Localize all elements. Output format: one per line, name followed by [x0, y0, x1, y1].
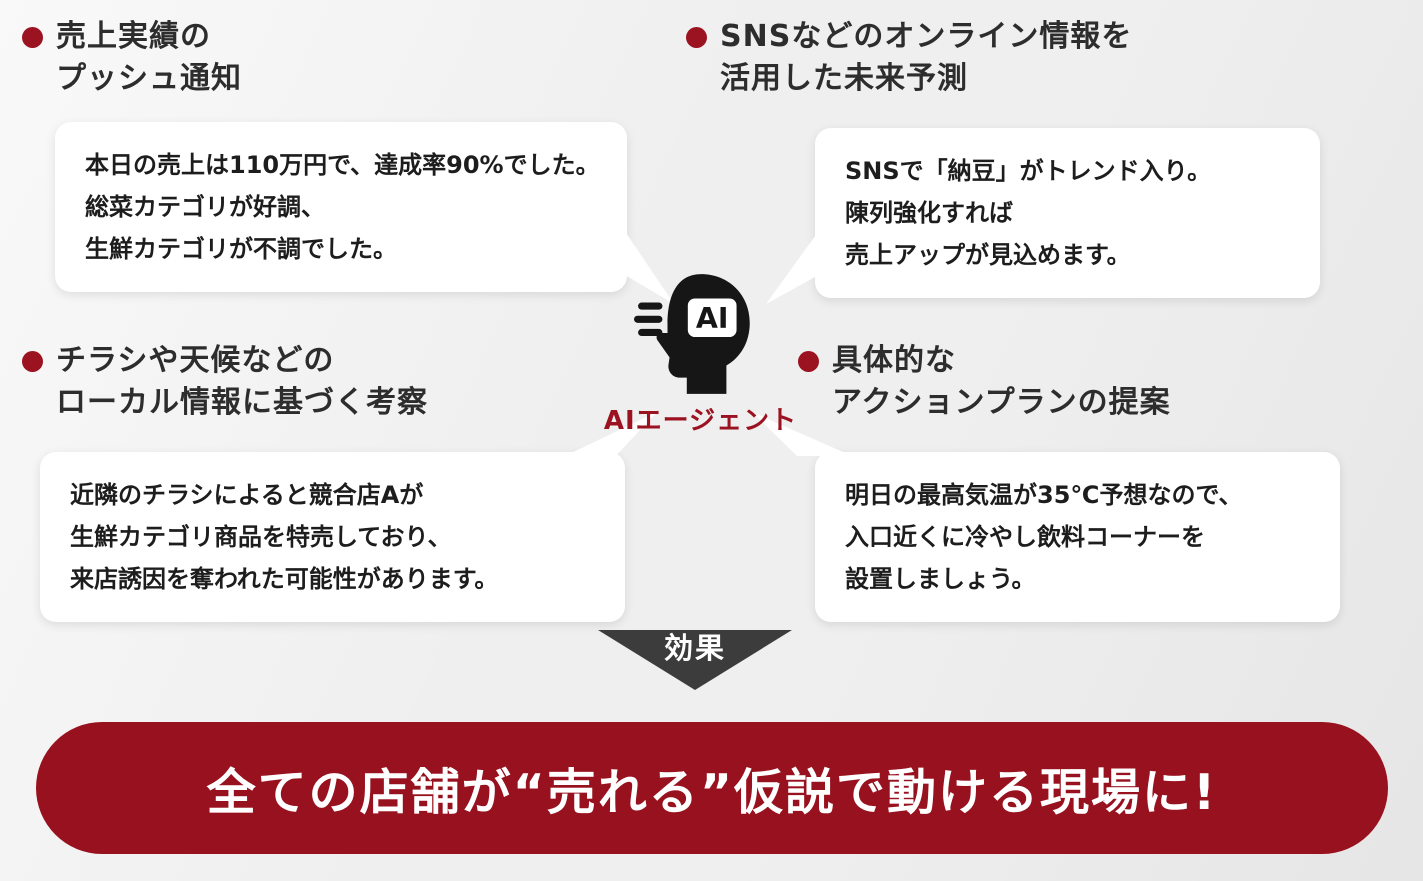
effect-arrow: 効果 — [598, 630, 792, 690]
bubble-text-line: 生鮮カテゴリが不調でした。 — [85, 235, 397, 263]
bubble-text-line: 売上アップが見込めます。 — [845, 241, 1131, 269]
heading-line: アクションプランの提案 — [832, 385, 1171, 420]
bullet-icon — [22, 26, 43, 48]
bullet-icon — [686, 26, 707, 48]
heading-line: ローカル情報に基づく考察 — [56, 385, 428, 420]
heading-line: 活用した未来予測 — [720, 61, 968, 96]
ai-agent: AI — [632, 268, 768, 400]
bullet-icon — [798, 350, 819, 372]
speech-bubble-top-right: SNSで「納豆」がトレンド入り。 陳列強化すれば 売上アップが見込めます。 — [815, 128, 1320, 298]
ai-agent-label: AIエージェント — [603, 406, 798, 436]
bubble-text-line: 近隣のチラシによると競合店Aが — [70, 481, 424, 509]
bubble-text-line: 設置しましょう。 — [845, 565, 1036, 593]
speech-bubble-bottom-right: 明日の最高気温が35℃予想なので、 入口近くに冷やし飲料コーナーを 設置しましょ… — [815, 452, 1340, 622]
bubble-text-line: 総菜カテゴリが好調、 — [85, 193, 325, 221]
ai-icon-text: AI — [696, 302, 729, 335]
section-heading-top-left: 売上実績の プッシュ通知 — [22, 16, 242, 100]
bubble-text-line: 明日の最高気温が35℃予想なので、 — [845, 481, 1243, 509]
heading-line: SNSなどのオンライン情報を — [720, 19, 1133, 54]
speech-bubble-tail-top-right — [766, 232, 818, 304]
bubble-text-line: SNSで「納豆」がトレンド入り。 — [845, 157, 1212, 185]
heading-line: 具体的な — [832, 343, 956, 378]
ai-head-icon: AI — [634, 274, 750, 394]
bubble-text-line: 生鮮カテゴリ商品を特売しており、 — [70, 523, 452, 551]
section-heading-top-right: SNSなどのオンライン情報を 活用した未来予測 — [686, 16, 1132, 100]
conclusion-banner: 全ての店舗が“売れる”仮説で動ける現場に! — [36, 722, 1388, 854]
effect-arrow-label: 効果 — [663, 631, 726, 665]
bullet-icon — [22, 350, 43, 372]
bubble-text-line: 入口近くに冷やし飲料コーナーを — [845, 523, 1205, 551]
conclusion-banner-text: 全ての店舗が“売れる”仮説で動ける現場に! — [206, 763, 1218, 821]
heading-line: プッシュ通知 — [56, 61, 242, 96]
section-heading-bottom-right: 具体的な アクションプランの提案 — [798, 340, 1171, 424]
speech-bubble-bottom-left: 近隣のチラシによると競合店Aが 生鮮カテゴリ商品を特売しており、 来店誘因を奪わ… — [40, 452, 625, 622]
speech-bubble-top-left: 本日の売上は110万円で、達成率90%でした。 総菜カテゴリが好調、 生鮮カテゴ… — [55, 122, 627, 292]
bubble-text-line: 本日の売上は110万円で、達成率90%でした。 — [85, 151, 600, 179]
bubble-text-line: 来店誘因を奪われた可能性があります。 — [70, 565, 499, 593]
section-heading-bottom-left: チラシや天候などの ローカル情報に基づく考察 — [22, 340, 428, 424]
bubble-text-line: 陳列強化すれば — [845, 199, 1013, 227]
heading-line: チラシや天候などの — [56, 343, 335, 378]
heading-line: 売上実績の — [56, 19, 211, 54]
